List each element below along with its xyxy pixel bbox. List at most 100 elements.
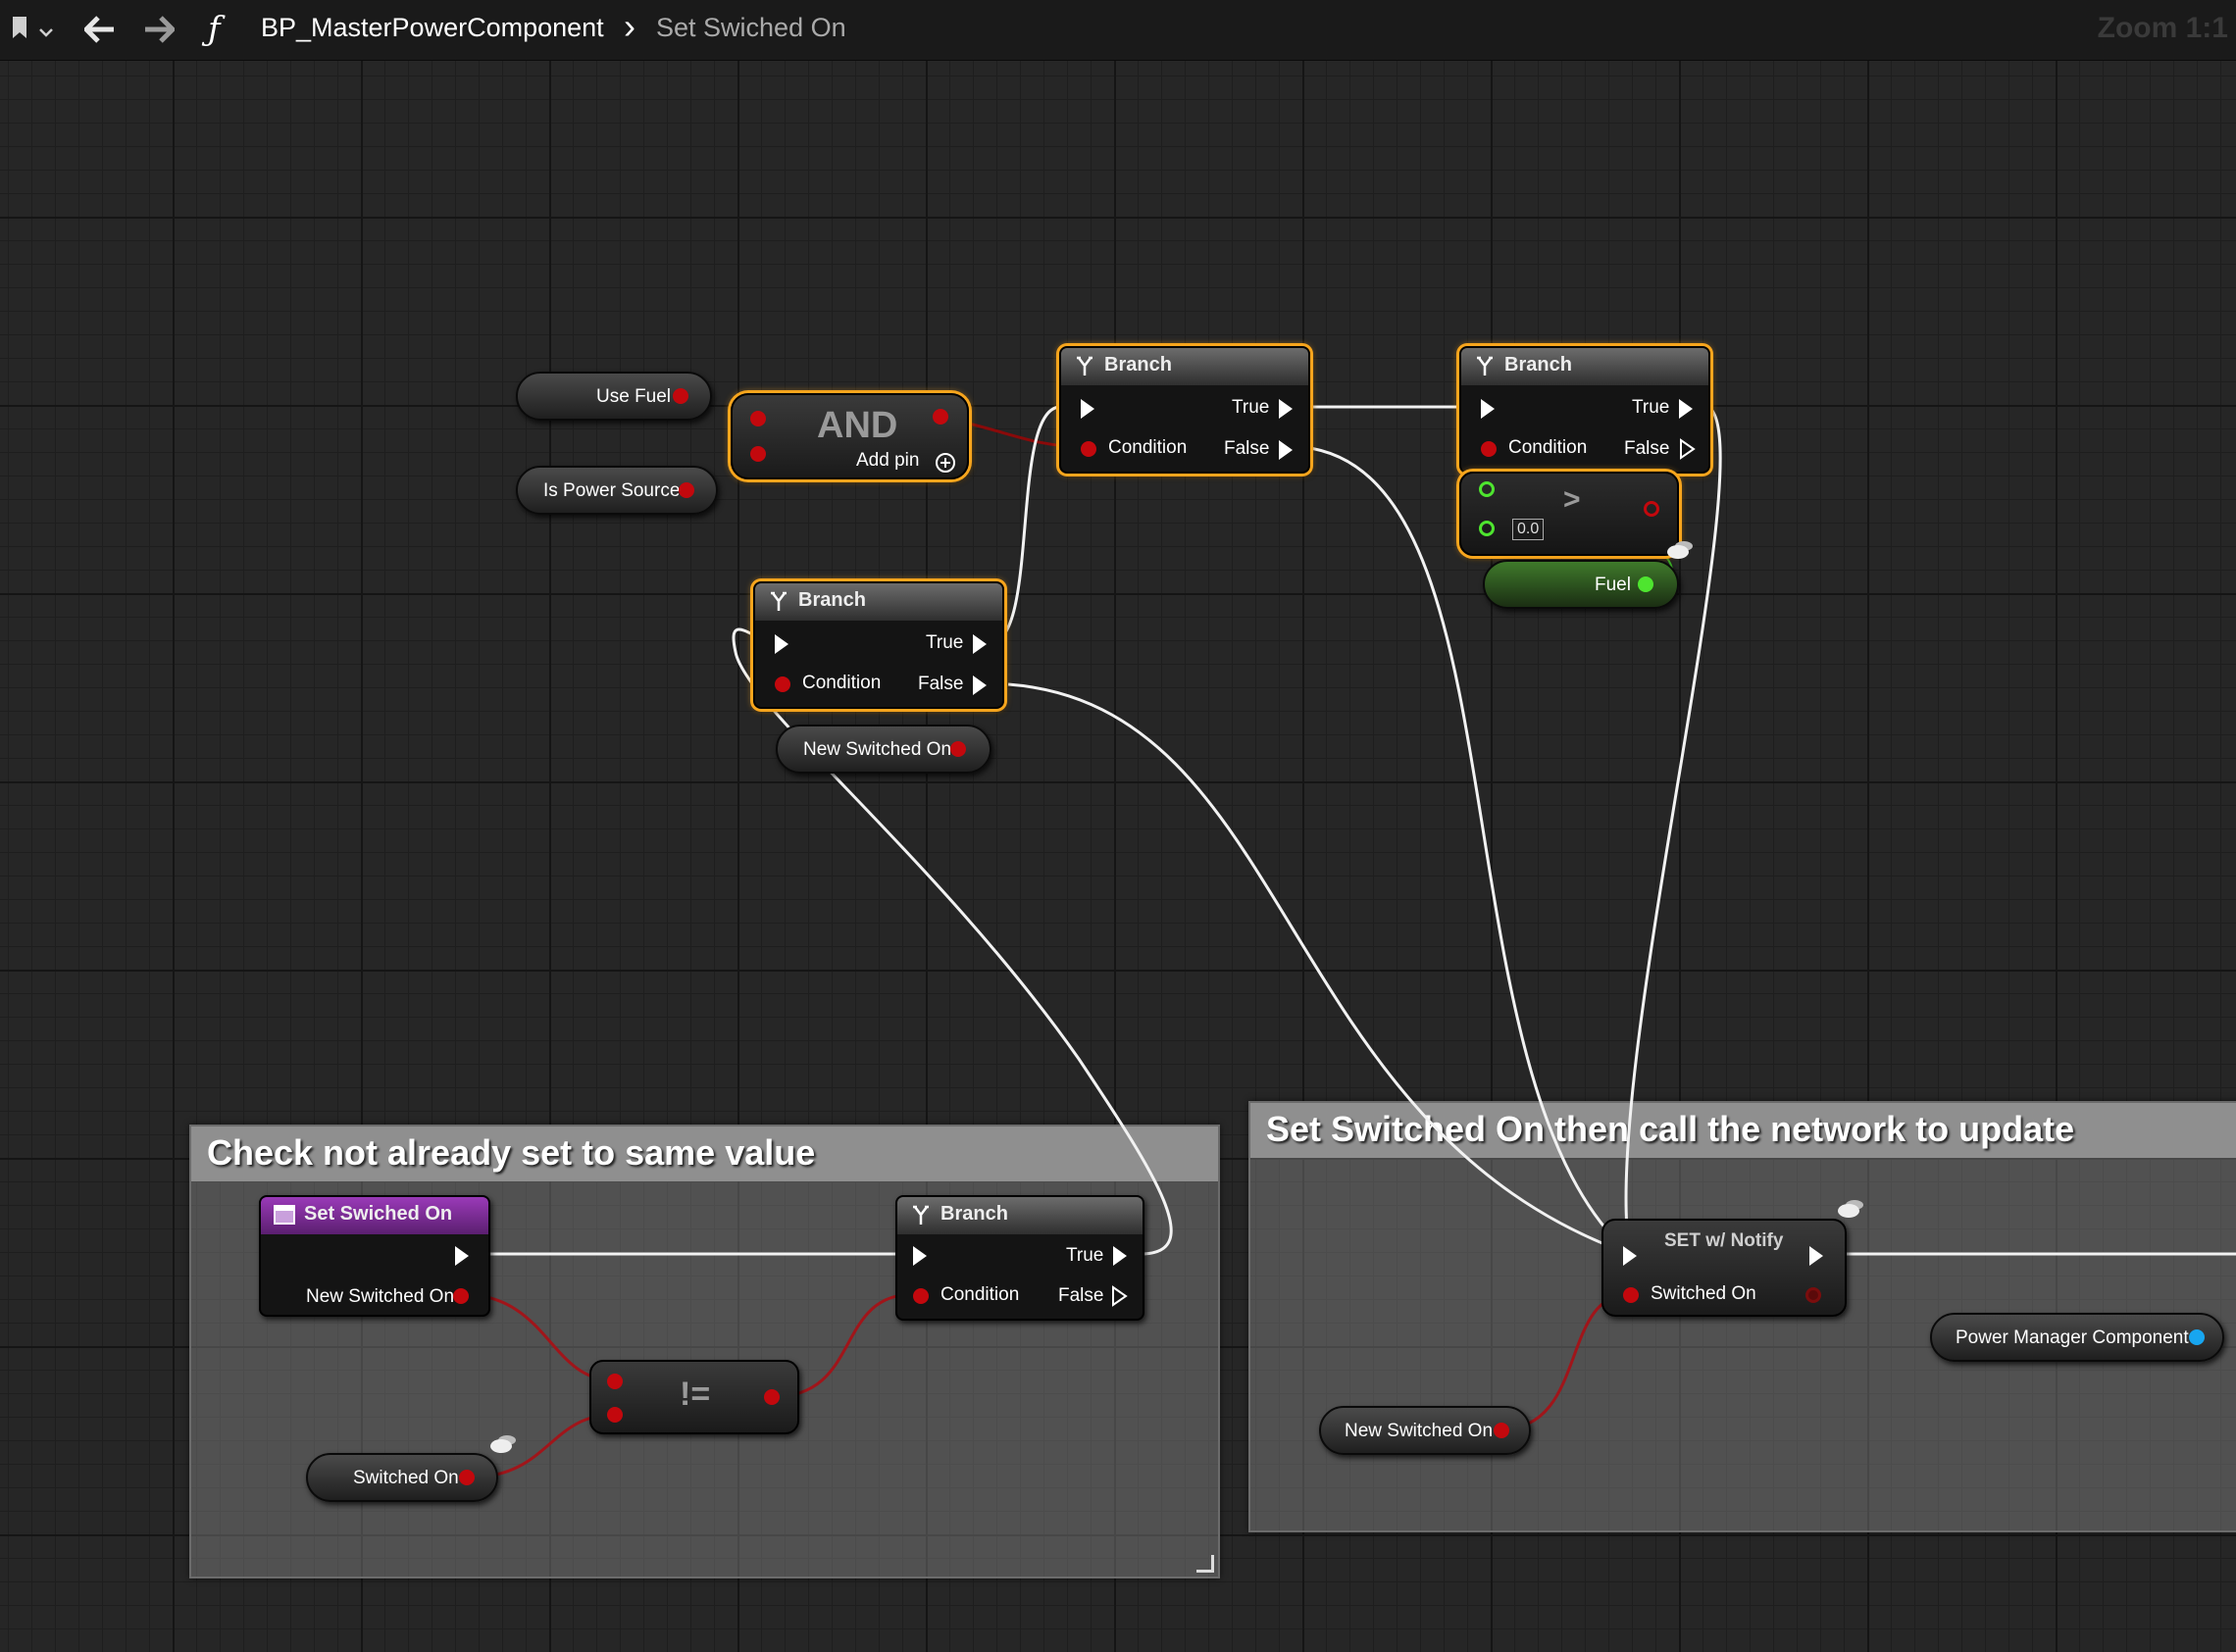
branch-title: Branch: [940, 1203, 1008, 1225]
function-entry-pin[interactable]: [453, 1288, 469, 1304]
branch-false-out[interactable]: [973, 676, 987, 695]
set-notify-node[interactable]: SET w/ Notify Switched On: [1601, 1219, 1847, 1317]
condition-label: Condition: [1508, 437, 1588, 458]
branch-icon: [909, 1203, 933, 1226]
fuel-variable[interactable]: Fuel: [1483, 560, 1679, 609]
false-label: False: [1058, 1285, 1104, 1306]
new-switched-on-variable-2[interactable]: New Switched On: [1319, 1406, 1531, 1455]
add-pin-icon[interactable]: [935, 452, 956, 478]
and-add-pin-label[interactable]: Add pin: [856, 450, 920, 471]
fuel-pin[interactable]: [1638, 576, 1653, 592]
false-label: False: [918, 674, 964, 694]
new-switched-on-variable[interactable]: New Switched On: [776, 725, 991, 774]
pin-drop-icon: [1838, 1204, 1859, 1218]
not-equal-op: !=: [680, 1376, 711, 1413]
not-equal-output-pin[interactable]: [764, 1389, 780, 1405]
greater-input-a-pin[interactable]: [1479, 481, 1495, 497]
set-notify-exec-in[interactable]: [1623, 1246, 1637, 1266]
true-label: True: [926, 632, 964, 653]
branch-node-2[interactable]: Branch True Condition False: [753, 581, 1004, 709]
branch-false-out-empty[interactable]: [1679, 438, 1697, 465]
condition-pin[interactable]: [913, 1288, 929, 1304]
function-entry-title: Set Swiched On: [304, 1203, 453, 1225]
and-title: AND: [817, 405, 898, 446]
greater-output-pin[interactable]: [1644, 501, 1659, 517]
new-switched-on-label: New Switched On: [1345, 1421, 1494, 1441]
use-fuel-variable[interactable]: Use Fuel: [516, 372, 712, 421]
and-output-pin[interactable]: [933, 409, 948, 425]
function-entry-pin-label: New Switched On: [306, 1286, 455, 1307]
branch-false-out-empty[interactable]: [1111, 1285, 1129, 1312]
chevron-down-icon[interactable]: [39, 24, 53, 42]
condition-label: Condition: [1108, 437, 1188, 458]
condition-pin[interactable]: [1081, 441, 1096, 457]
not-equal-input-a-pin[interactable]: [607, 1374, 623, 1389]
branch-icon: [1073, 354, 1096, 377]
branch-node-3[interactable]: Branch True Condition False: [1459, 346, 1710, 474]
switched-on-variable[interactable]: Switched On: [306, 1453, 498, 1502]
use-fuel-label: Use Fuel: [596, 386, 672, 407]
new-switched-on-pin[interactable]: [950, 741, 966, 757]
branch-header[interactable]: Branch: [1461, 348, 1708, 385]
branch-exec-in[interactable]: [775, 634, 788, 654]
branch-true-out[interactable]: [1279, 399, 1293, 419]
set-notify-exec-out[interactable]: [1809, 1246, 1823, 1266]
branch-true-out[interactable]: [973, 634, 987, 654]
new-switched-on-label: New Switched On: [803, 739, 952, 760]
power-manager-label: Power Manager Component: [1956, 1327, 2189, 1348]
and-node[interactable]: AND Add pin: [731, 393, 969, 479]
and-input-b-pin[interactable]: [750, 446, 766, 462]
condition-label: Condition: [940, 1284, 1020, 1305]
branch-title: Branch: [1504, 354, 1572, 375]
set-notify-output-pin[interactable]: [1805, 1287, 1821, 1303]
power-manager-pin[interactable]: [2189, 1329, 2205, 1345]
branch-exec-in[interactable]: [913, 1246, 927, 1266]
breadcrumb-separator: ›: [624, 6, 635, 46]
branch-header[interactable]: Branch: [897, 1197, 1143, 1234]
use-fuel-pin[interactable]: [673, 388, 688, 404]
not-equal-input-b-pin[interactable]: [607, 1407, 623, 1423]
set-notify-title: SET w/ Notify: [1664, 1230, 1784, 1251]
branch-exec-in[interactable]: [1081, 399, 1094, 419]
greater-node[interactable]: 0.0 >: [1459, 472, 1679, 556]
branch-false-out[interactable]: [1279, 440, 1293, 460]
condition-pin[interactable]: [775, 676, 790, 692]
branch-title: Branch: [798, 589, 866, 611]
branch-exec-in[interactable]: [1481, 399, 1495, 419]
branch-node-4[interactable]: Branch True Condition False: [895, 1195, 1144, 1321]
not-equal-node[interactable]: !=: [589, 1360, 799, 1434]
comment-title[interactable]: Set Switched On then call the network to…: [1250, 1103, 2236, 1158]
set-notify-input-pin[interactable]: [1623, 1287, 1639, 1303]
is-power-source-variable[interactable]: Is Power Source: [516, 466, 718, 515]
branch-title: Branch: [1104, 354, 1172, 375]
switched-on-pin[interactable]: [459, 1470, 475, 1485]
forward-arrow-icon[interactable]: [143, 16, 177, 47]
condition-pin[interactable]: [1481, 441, 1497, 457]
bookmark-icon[interactable]: [12, 16, 27, 39]
comment-title[interactable]: Check not already set to same value: [191, 1126, 1218, 1181]
power-manager-component-variable[interactable]: Power Manager Component: [1930, 1313, 2224, 1362]
back-arrow-icon[interactable]: [82, 16, 116, 47]
is-power-source-pin[interactable]: [679, 482, 694, 498]
branch-true-out[interactable]: [1679, 399, 1693, 419]
function-entry-header[interactable]: Set Swiched On: [261, 1197, 488, 1234]
and-input-a-pin[interactable]: [750, 411, 766, 426]
branch-header[interactable]: Branch: [755, 583, 1002, 621]
greater-input-b-pin[interactable]: [1479, 521, 1495, 536]
branch-icon: [1473, 354, 1497, 377]
greater-default-value[interactable]: 0.0: [1512, 519, 1545, 540]
branch-node-1[interactable]: Branch True Condition False: [1059, 346, 1310, 474]
function-entry-node[interactable]: Set Swiched On New Switched On: [259, 1195, 490, 1317]
new-switched-on-pin[interactable]: [1494, 1423, 1509, 1438]
function-icon: ƒ: [208, 10, 221, 49]
zoom-label: Zoom 1:1: [2097, 12, 2228, 44]
true-label: True: [1232, 397, 1270, 418]
pin-drop-icon: [1667, 545, 1689, 559]
blueprint-name[interactable]: BP_MasterPowerComponent: [261, 13, 604, 42]
branch-header[interactable]: Branch: [1061, 348, 1308, 385]
function-entry-icon: [273, 1203, 296, 1226]
function-entry-exec-out[interactable]: [455, 1246, 469, 1266]
branch-true-out[interactable]: [1113, 1246, 1127, 1266]
resize-handle[interactable]: [1196, 1555, 1214, 1573]
comment-check-value[interactable]: Check not already set to same value: [189, 1125, 1220, 1578]
